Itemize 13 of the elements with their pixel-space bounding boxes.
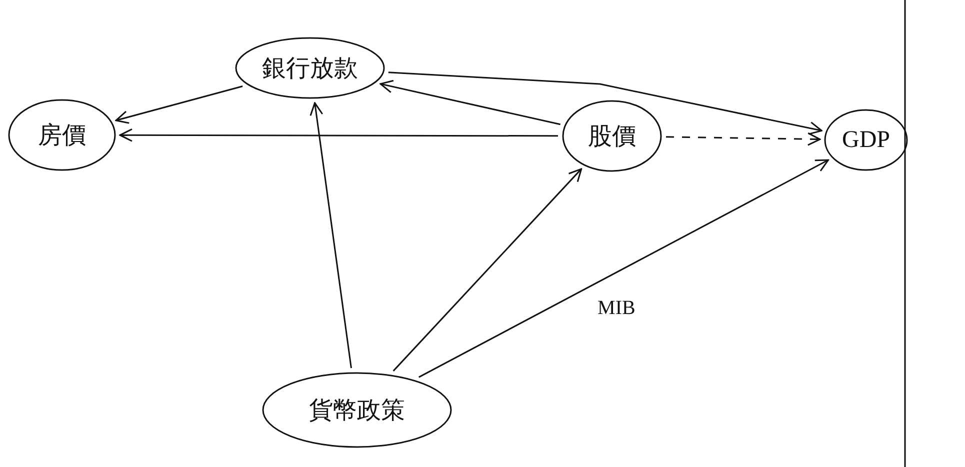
- arrow: [119, 128, 558, 142]
- arrow: [310, 102, 352, 368]
- arrow: [392, 168, 582, 372]
- ellipse-node: 銀行放款: [235, 37, 385, 99]
- arrow: [115, 86, 243, 124]
- arrow: [380, 80, 560, 126]
- ellipse-node: 房價: [8, 99, 116, 171]
- arrow: [388, 72, 822, 135]
- arrow: [418, 159, 830, 378]
- arrow: [666, 132, 821, 146]
- ellipse-node: 股價: [562, 100, 662, 172]
- ellipse-node: GDP: [824, 109, 908, 171]
- ellipse-node: 貨幣政策: [262, 372, 452, 448]
